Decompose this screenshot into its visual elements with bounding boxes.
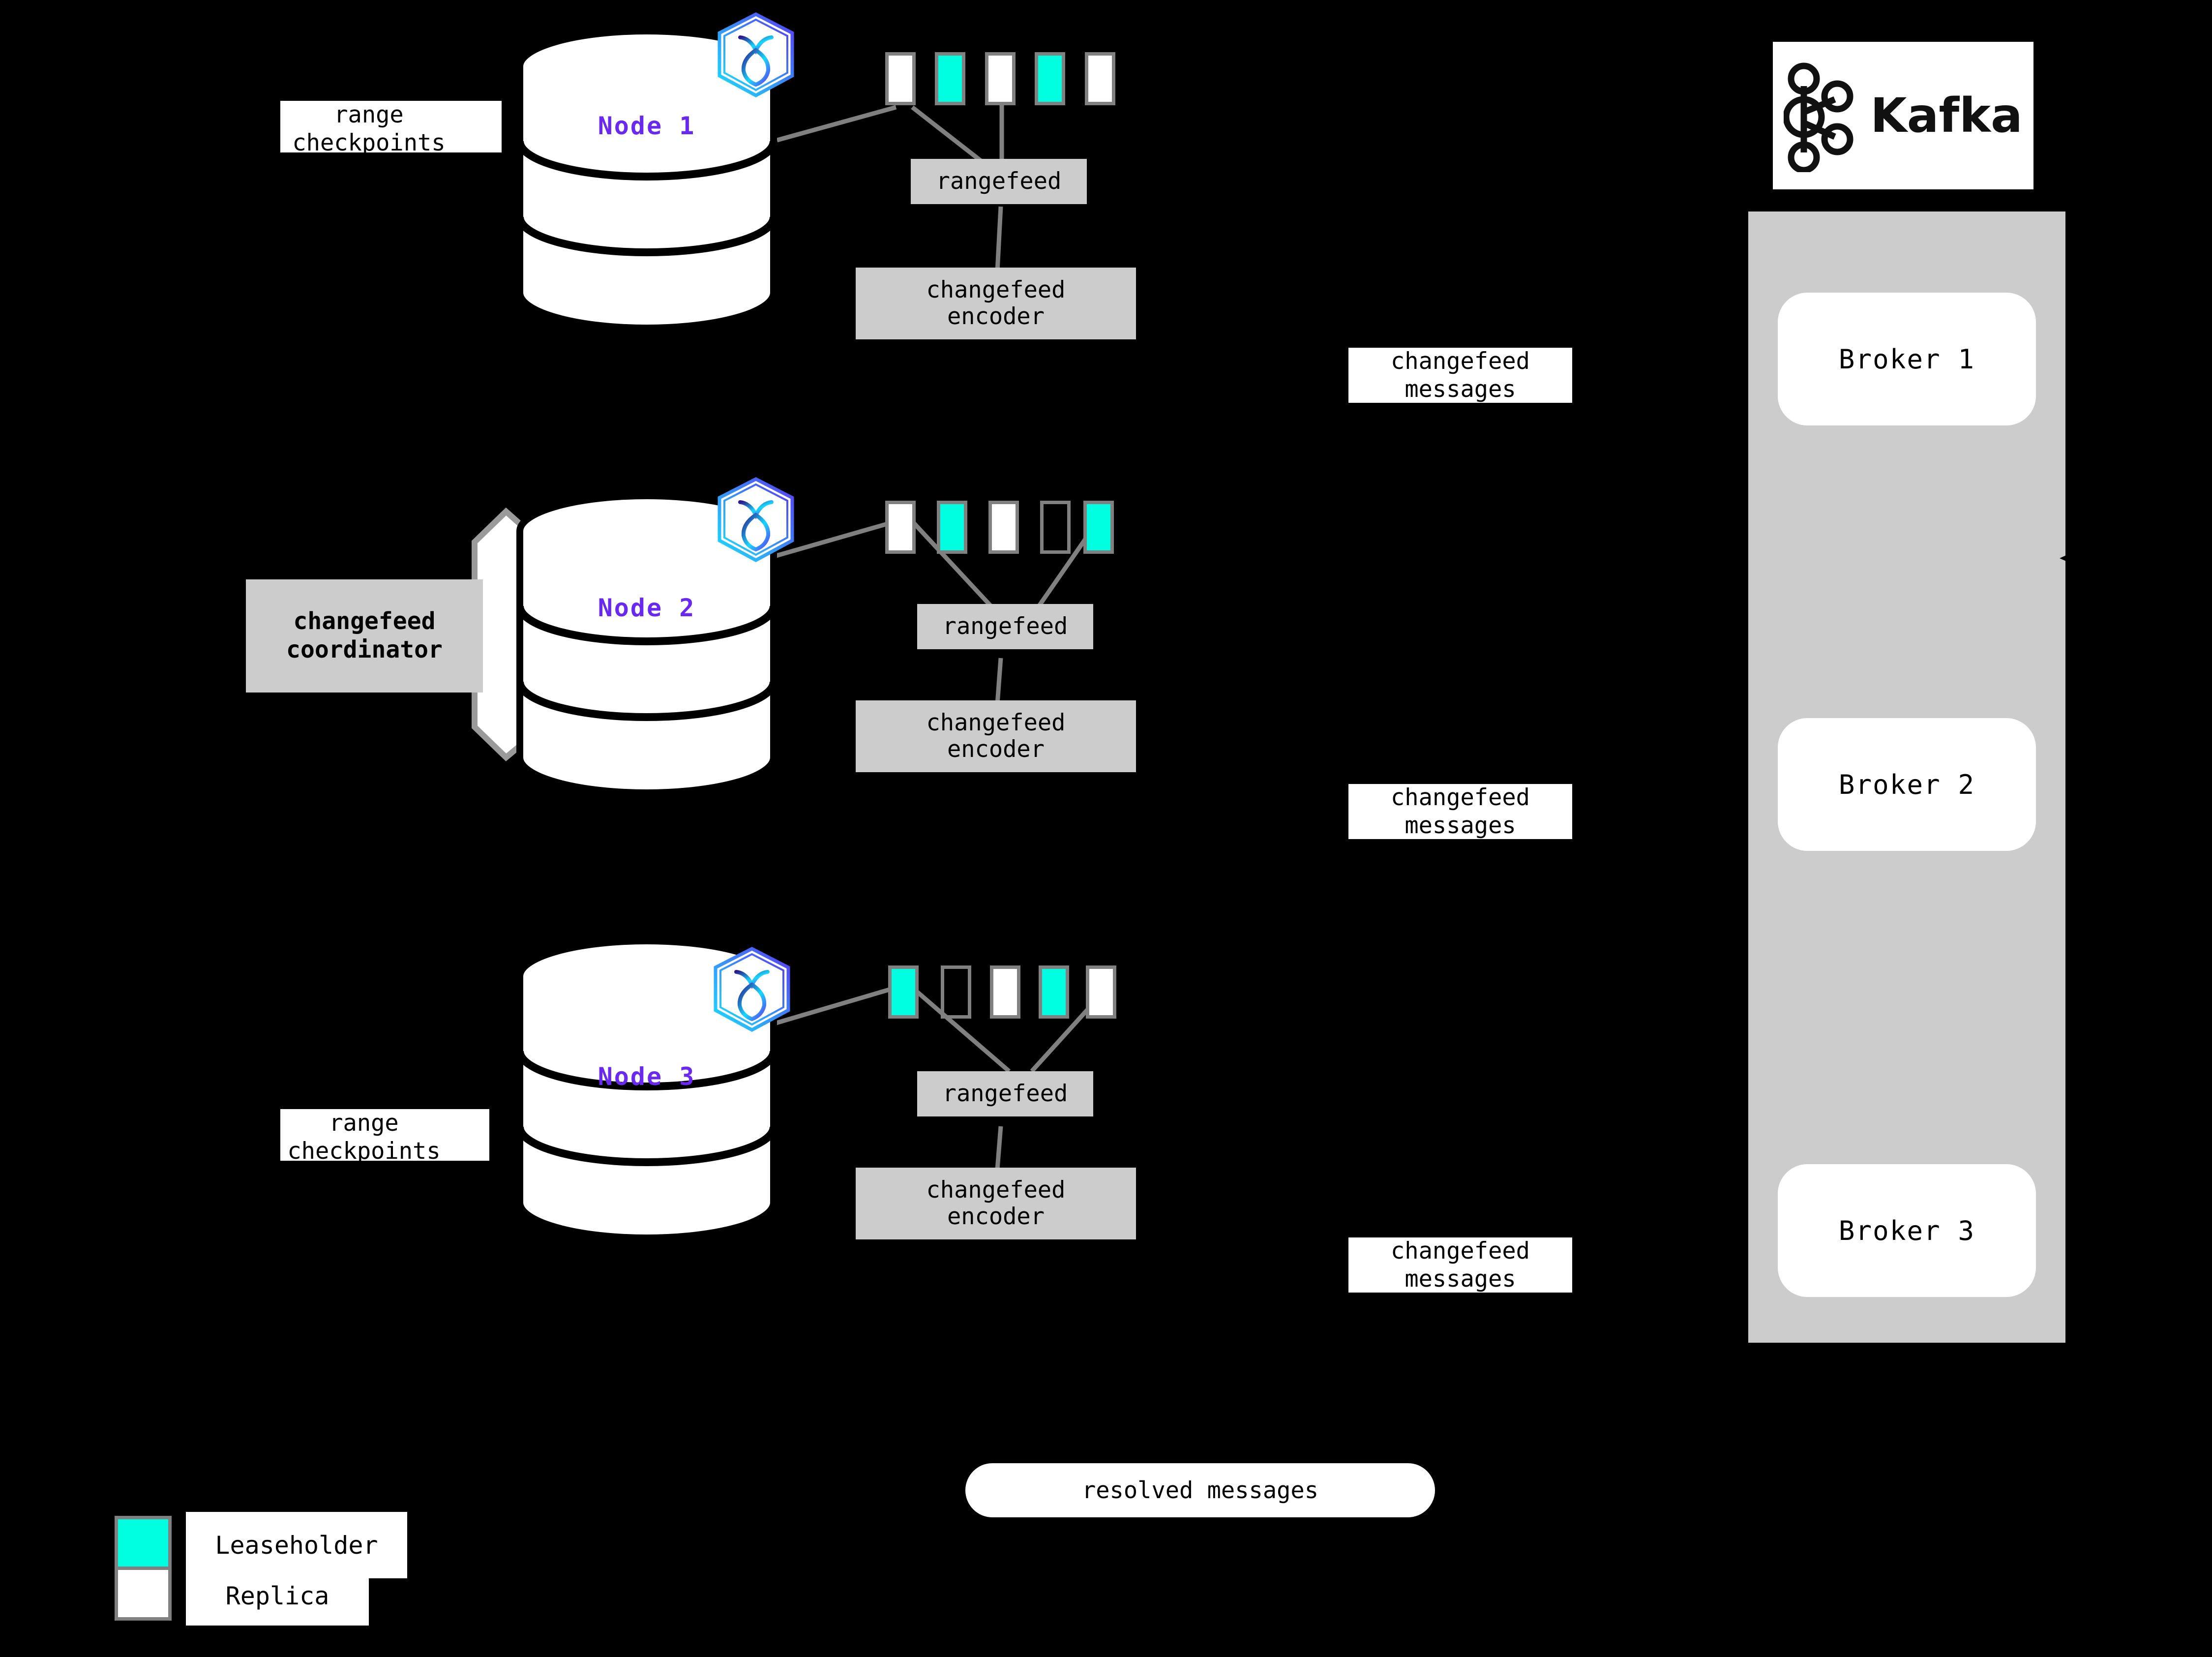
range-replica xyxy=(885,52,916,105)
node-label: Node 3 xyxy=(598,1062,696,1091)
cockroachdb-logo xyxy=(709,944,795,1035)
changefeed-messages-text: changefeed messages xyxy=(1391,783,1530,839)
node-3: Node 3 xyxy=(516,937,777,1242)
changefeed-messages-text: changefeed messages xyxy=(1391,1237,1530,1293)
node-2: Node 2 xyxy=(516,492,777,797)
legend-swatch-leaseholder xyxy=(115,1516,172,1570)
range-empty xyxy=(941,965,971,1019)
cockroachdb-logo xyxy=(713,475,799,566)
changefeed-coordinator-box: changefeed coordinator xyxy=(246,579,483,693)
changefeed-messages-label-3: changefeed messages xyxy=(1348,1237,1572,1293)
range-checkpoints-text: range checkpoints xyxy=(287,1110,441,1165)
range-leaseholder xyxy=(937,501,967,554)
range-replica xyxy=(988,501,1019,554)
node-cylinder xyxy=(516,27,777,332)
node-label: Node 1 xyxy=(598,112,696,140)
node-1: Node 1 xyxy=(516,27,777,332)
kafka-wordmark: Kafka xyxy=(1870,88,2023,143)
kafka-logo-box: Kafka xyxy=(1773,42,2033,189)
changefeed-encoder-box-1: changefeed encoder xyxy=(856,268,1136,339)
changefeed-encoder-box-2: changefeed encoder xyxy=(856,700,1136,772)
range-checkpoints-label-3: range checkpoints xyxy=(280,1109,489,1165)
node-label: Node 2 xyxy=(598,594,696,622)
rangefeed-box-3: rangefeed xyxy=(917,1071,1093,1116)
range-leaseholder xyxy=(1035,52,1065,105)
range-empty xyxy=(1040,501,1071,554)
node-cylinder xyxy=(516,492,777,797)
resolved-messages-pill: resolved messages xyxy=(965,1463,1435,1517)
broker-1: Broker 1 xyxy=(1778,293,2036,425)
node-cylinder xyxy=(516,937,777,1242)
rangefeed-box-2: rangefeed xyxy=(917,604,1093,649)
range-checkpoints-text: range checkpoints xyxy=(292,101,446,157)
kafka-logo xyxy=(1783,59,1857,174)
range-leaseholder xyxy=(1039,965,1069,1019)
changefeed-messages-label-1: changefeed messages xyxy=(1348,348,1572,403)
range-replica xyxy=(990,965,1020,1019)
range-replica xyxy=(885,501,916,554)
range-leaseholder xyxy=(1083,501,1114,554)
range-checkpoints-label-1: range checkpoints xyxy=(280,101,502,156)
changefeed-messages-label-2: changefeed messages xyxy=(1348,784,1572,839)
legend-label-replica: Replica xyxy=(186,1567,369,1626)
cockroachdb-logo xyxy=(713,10,799,101)
rangefeed-box-1: rangefeed xyxy=(911,159,1087,204)
range-replica xyxy=(1086,965,1116,1019)
broker-inbound-arrow-icon xyxy=(2060,547,2085,570)
range-leaseholder xyxy=(935,52,965,105)
range-leaseholder xyxy=(888,965,919,1019)
range-replica xyxy=(985,52,1016,105)
range-replica xyxy=(1085,52,1115,105)
broker-3: Broker 3 xyxy=(1778,1164,2036,1297)
changefeed-messages-text: changefeed messages xyxy=(1391,347,1530,403)
legend-swatch-replica xyxy=(115,1567,172,1621)
changefeed-encoder-box-3: changefeed encoder xyxy=(856,1168,1136,1239)
broker-2: Broker 2 xyxy=(1778,718,2036,851)
